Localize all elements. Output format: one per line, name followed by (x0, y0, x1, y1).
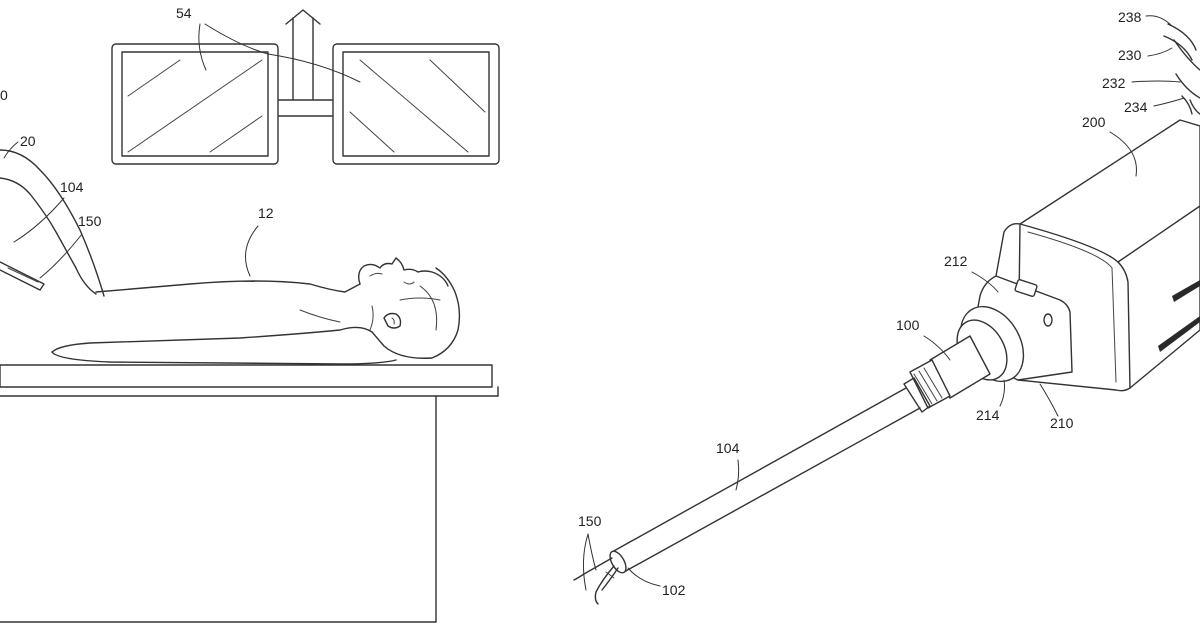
label-front-face: 212 (944, 253, 968, 269)
label-end-effector-right: 150 (578, 513, 602, 529)
label-surgeon: 20 (20, 133, 36, 149)
end-effector-jaws (573, 557, 619, 605)
instrument-shaft (609, 387, 921, 574)
tool-body (903, 335, 991, 413)
right-figure: 238 230 232 234 (573, 9, 1200, 605)
label-end-effector-left: 150 (78, 213, 102, 229)
label-cable-232: 232 (1102, 75, 1126, 91)
left-figure: 54 (0, 5, 500, 623)
label-shaft-left: 104 (60, 179, 84, 195)
left-monitor (111, 43, 279, 165)
operating-table (0, 364, 499, 623)
label-monitors: 54 (176, 5, 192, 21)
patient-body (51, 257, 461, 365)
surgeon-arm (0, 149, 105, 297)
label-patient: 12 (258, 205, 274, 221)
label-tool-assembly: 100 (896, 317, 920, 333)
label-cable-238: 238 (1118, 9, 1142, 25)
label-distal-tip: 102 (662, 582, 686, 598)
monitor-mount-arm (275, 9, 335, 117)
label-cable-234: 234 (1124, 99, 1148, 115)
label-shaft-right: 104 (716, 440, 740, 456)
label-nose-cone: 210 (1050, 415, 1074, 431)
label-cable-230: 230 (1118, 47, 1142, 63)
cable-bundle (1163, 23, 1200, 115)
right-monitor (332, 43, 500, 165)
label-handle-housing: 200 (1082, 114, 1106, 130)
label-collar: 214 (976, 407, 1000, 423)
label-partial-0: 0 (0, 87, 8, 103)
